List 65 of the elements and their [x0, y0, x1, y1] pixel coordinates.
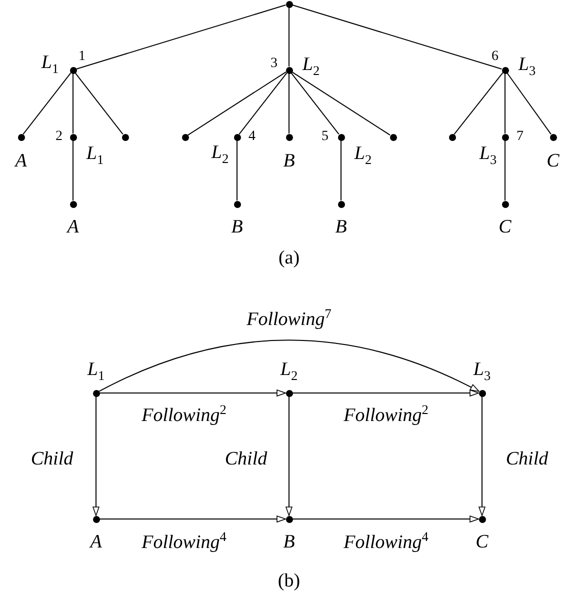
node-label: L$_{3}$: [479, 144, 497, 166]
edge-label: Following$^{2}$: [342, 402, 430, 426]
tree-edge: [454, 72, 504, 135]
tree-edge: [340, 140, 342, 201]
tree-edge: [290, 72, 340, 135]
node-number: 7: [516, 130, 524, 144]
arrow: [292, 390, 479, 396]
node-label: C: [498, 218, 512, 236]
arrow: [98, 340, 480, 392]
node-label: A: [15, 152, 27, 170]
node-label: A: [90, 532, 102, 552]
node-number: 3: [270, 57, 278, 71]
node-dot: [448, 134, 456, 140]
arrow: [286, 396, 292, 516]
tree-edge: [504, 140, 506, 201]
tree-edge: [187, 71, 287, 136]
edge-label: Following$^{2}$: [140, 402, 228, 426]
tree-edge: [288, 73, 290, 134]
node-number: 4: [248, 130, 256, 144]
node-dot: [182, 134, 188, 140]
node-label: B: [335, 218, 347, 236]
arrow: [292, 516, 479, 522]
edge-label: Following$^{4}$: [140, 530, 228, 552]
tree-edge: [504, 73, 506, 134]
node-label: B: [283, 152, 295, 170]
tree-edge: [291, 71, 391, 136]
tree-edge: [76, 4, 286, 70]
node-dot: [286, 0, 292, 8]
node-number: 2: [56, 130, 62, 144]
node-dot: [122, 134, 128, 140]
node-label: L$_{2}$: [302, 54, 320, 78]
tree-edge: [506, 72, 552, 135]
node-label: L$_{1}$: [86, 144, 104, 166]
caption: (b): [278, 572, 300, 590]
node-number: 5: [322, 130, 328, 144]
node-label: L$_{2}$: [211, 142, 229, 166]
node-label: B: [283, 532, 295, 552]
arrow: [478, 396, 486, 516]
node-label: L$_{3}$: [518, 54, 536, 78]
node-label: L$_{1}$: [41, 52, 59, 76]
node-label: A: [67, 218, 79, 236]
node-label: L$_{2}$: [354, 144, 372, 166]
node-label: L$_{2}$: [280, 360, 298, 382]
tree-edge: [72, 73, 74, 134]
node-label: C: [546, 152, 560, 170]
tree-edge: [292, 4, 502, 70]
arrow: [92, 396, 100, 516]
tree-edge: [236, 140, 238, 201]
node-label: L$_{3}$: [473, 360, 491, 382]
node-label: B: [231, 218, 243, 236]
arrow: [99, 516, 286, 522]
edge-label: Following$^{7}$: [246, 306, 332, 330]
node-dot: [390, 134, 396, 140]
node-label: C: [476, 532, 488, 552]
tree-edge: [288, 7, 290, 67]
node-label: L$_{1}$: [87, 360, 105, 382]
caption: (a): [278, 248, 300, 268]
node-number: 1: [78, 50, 86, 64]
tree-edge: [238, 72, 288, 135]
arrow: [99, 390, 286, 396]
node-number: 6: [492, 50, 498, 64]
tree-edge: [22, 72, 72, 135]
edge-label: Following$^{4}$: [342, 530, 430, 552]
tree-edge: [74, 72, 124, 135]
tree-edge: [72, 140, 74, 201]
